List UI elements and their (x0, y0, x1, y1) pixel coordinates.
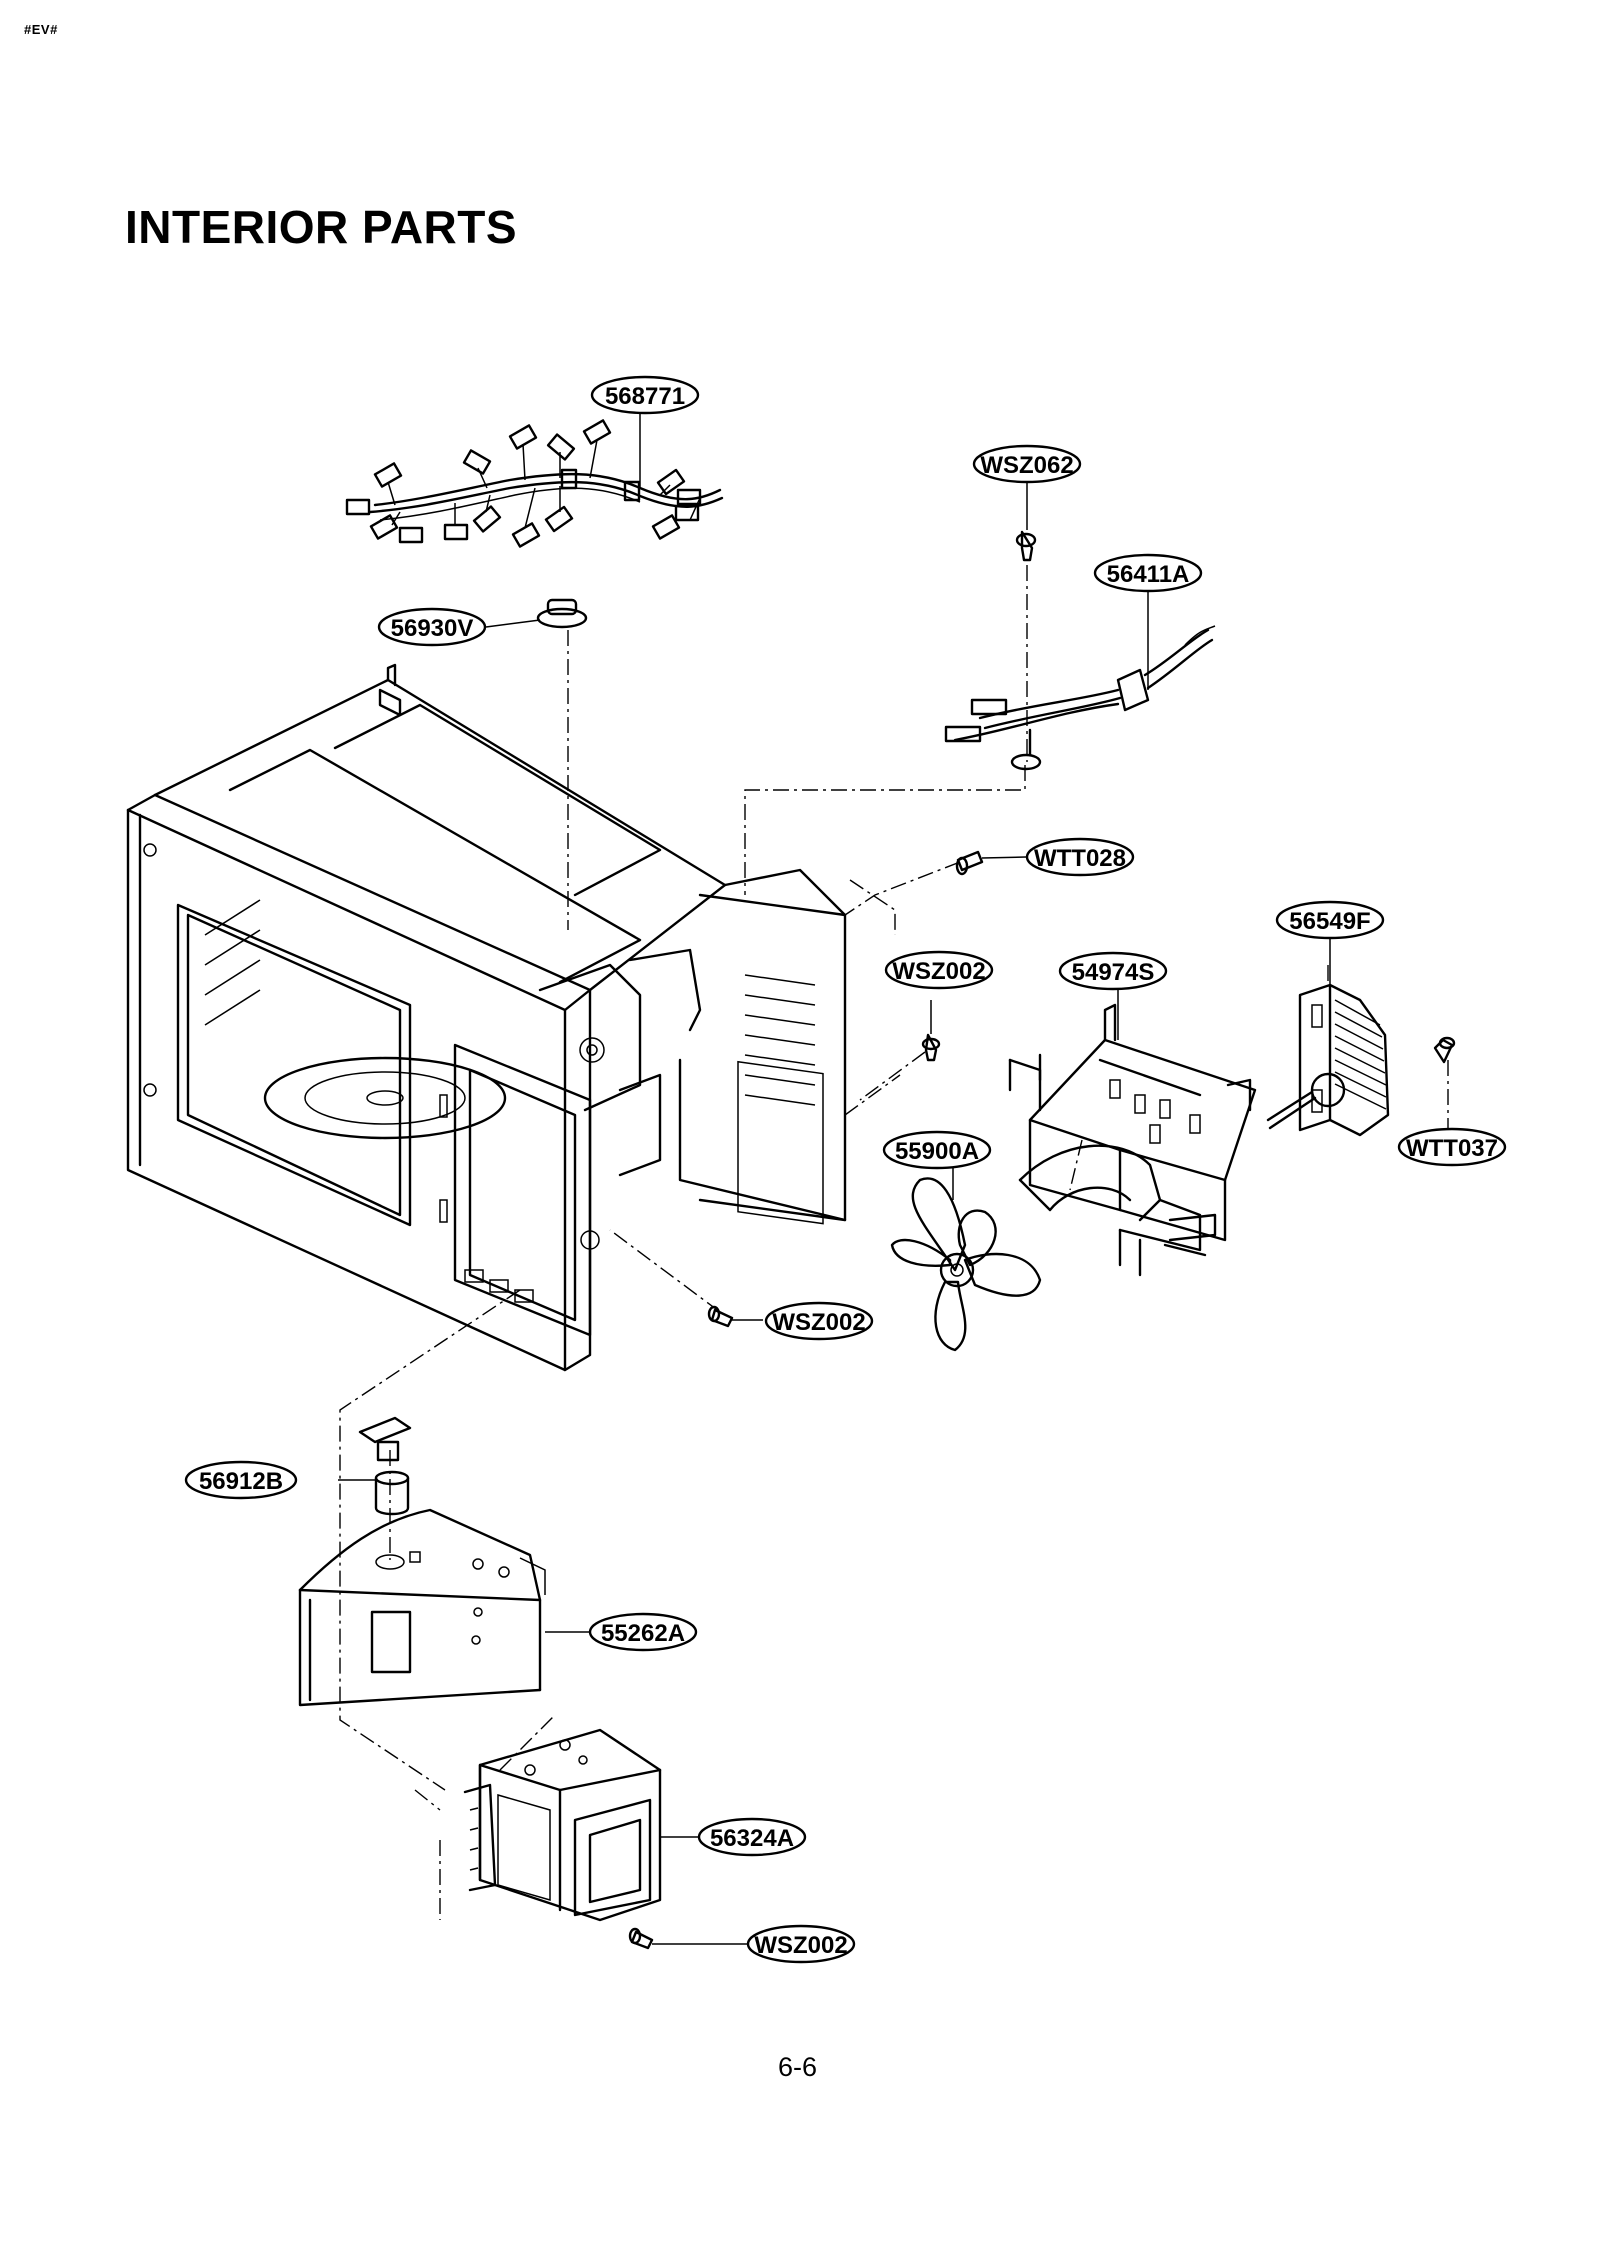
callout-label: 56324A (710, 1825, 794, 1852)
waveguide-cover-drawing (298, 1508, 546, 1707)
callout-label: 54974S (1072, 959, 1155, 986)
callout-wsz002-lower: WSZ002 (746, 1924, 856, 1964)
callout-56912b: 56912B (184, 1460, 298, 1500)
document-tag: #EV# (24, 22, 58, 37)
callout-56324a: 56324A (697, 1817, 807, 1857)
callout-label: 55262A (601, 1620, 685, 1647)
screw-wsz002-lower-drawing (628, 1927, 748, 1950)
callout-label: 56912B (199, 1468, 283, 1495)
callout-label: 56549F (1289, 908, 1370, 935)
callout-55262a: 55262A (588, 1612, 698, 1652)
callout-label: WSZ002 (754, 1932, 847, 1959)
callout-label: 56930V (391, 615, 474, 642)
callout-56411a: 56411A (1093, 553, 1203, 593)
oven-cavity-drawing (126, 663, 847, 1372)
callout-label: WSZ062 (980, 452, 1073, 479)
callout-56930v: 56930V (377, 607, 487, 647)
screw-wsz002-middle-drawing (707, 1305, 763, 1328)
callout-label: WTT037 (1406, 1135, 1498, 1162)
screw-wsz002-upper-drawing (921, 1000, 941, 1062)
fan-blade-drawing (890, 1177, 1042, 1352)
callout-54974s: 54974S (1058, 951, 1168, 991)
wire-harness-drawing (345, 419, 724, 548)
callout-leaders (338, 405, 1331, 1838)
fan-motor-drawing (1266, 965, 1390, 1137)
callout-label: 56411A (1107, 561, 1190, 588)
callout-wsz002-middle: WSZ002 (764, 1301, 874, 1341)
fan-bracket-drawing (1008, 1003, 1257, 1277)
stirrer-motor-drawing (358, 1416, 412, 1516)
screw-and-power-cord-drawing (944, 530, 1216, 771)
page-title: INTERIOR PARTS (125, 201, 518, 253)
assembly-guide-lines (339, 765, 1083, 1920)
callout-56549f: 56549F (1275, 900, 1385, 940)
callout-wtt028: WTT028 (1025, 837, 1135, 877)
screw-wtt037-drawing (1433, 1036, 1456, 1130)
callout-wsz002-upper: WSZ002 (884, 950, 994, 990)
callout-label: 568771 (605, 383, 685, 410)
callout-wtt037: WTT037 (1397, 1127, 1507, 1167)
callout-label: WSZ002 (772, 1309, 865, 1336)
screw-wtt028-drawing (955, 850, 1027, 876)
callout-label: WTT028 (1034, 845, 1126, 872)
magnetron-drawing (463, 1728, 662, 1922)
callout-568771: 568771 (590, 375, 700, 415)
thermal-cutout-drawing (536, 598, 588, 930)
page-number: 6-6 (778, 2052, 818, 2082)
callout-wsz062: WSZ062 (972, 444, 1082, 484)
callout-55900a: 55900A (882, 1130, 992, 1170)
callout-label: 55900A (895, 1138, 979, 1165)
callout-label: WSZ002 (892, 958, 985, 985)
